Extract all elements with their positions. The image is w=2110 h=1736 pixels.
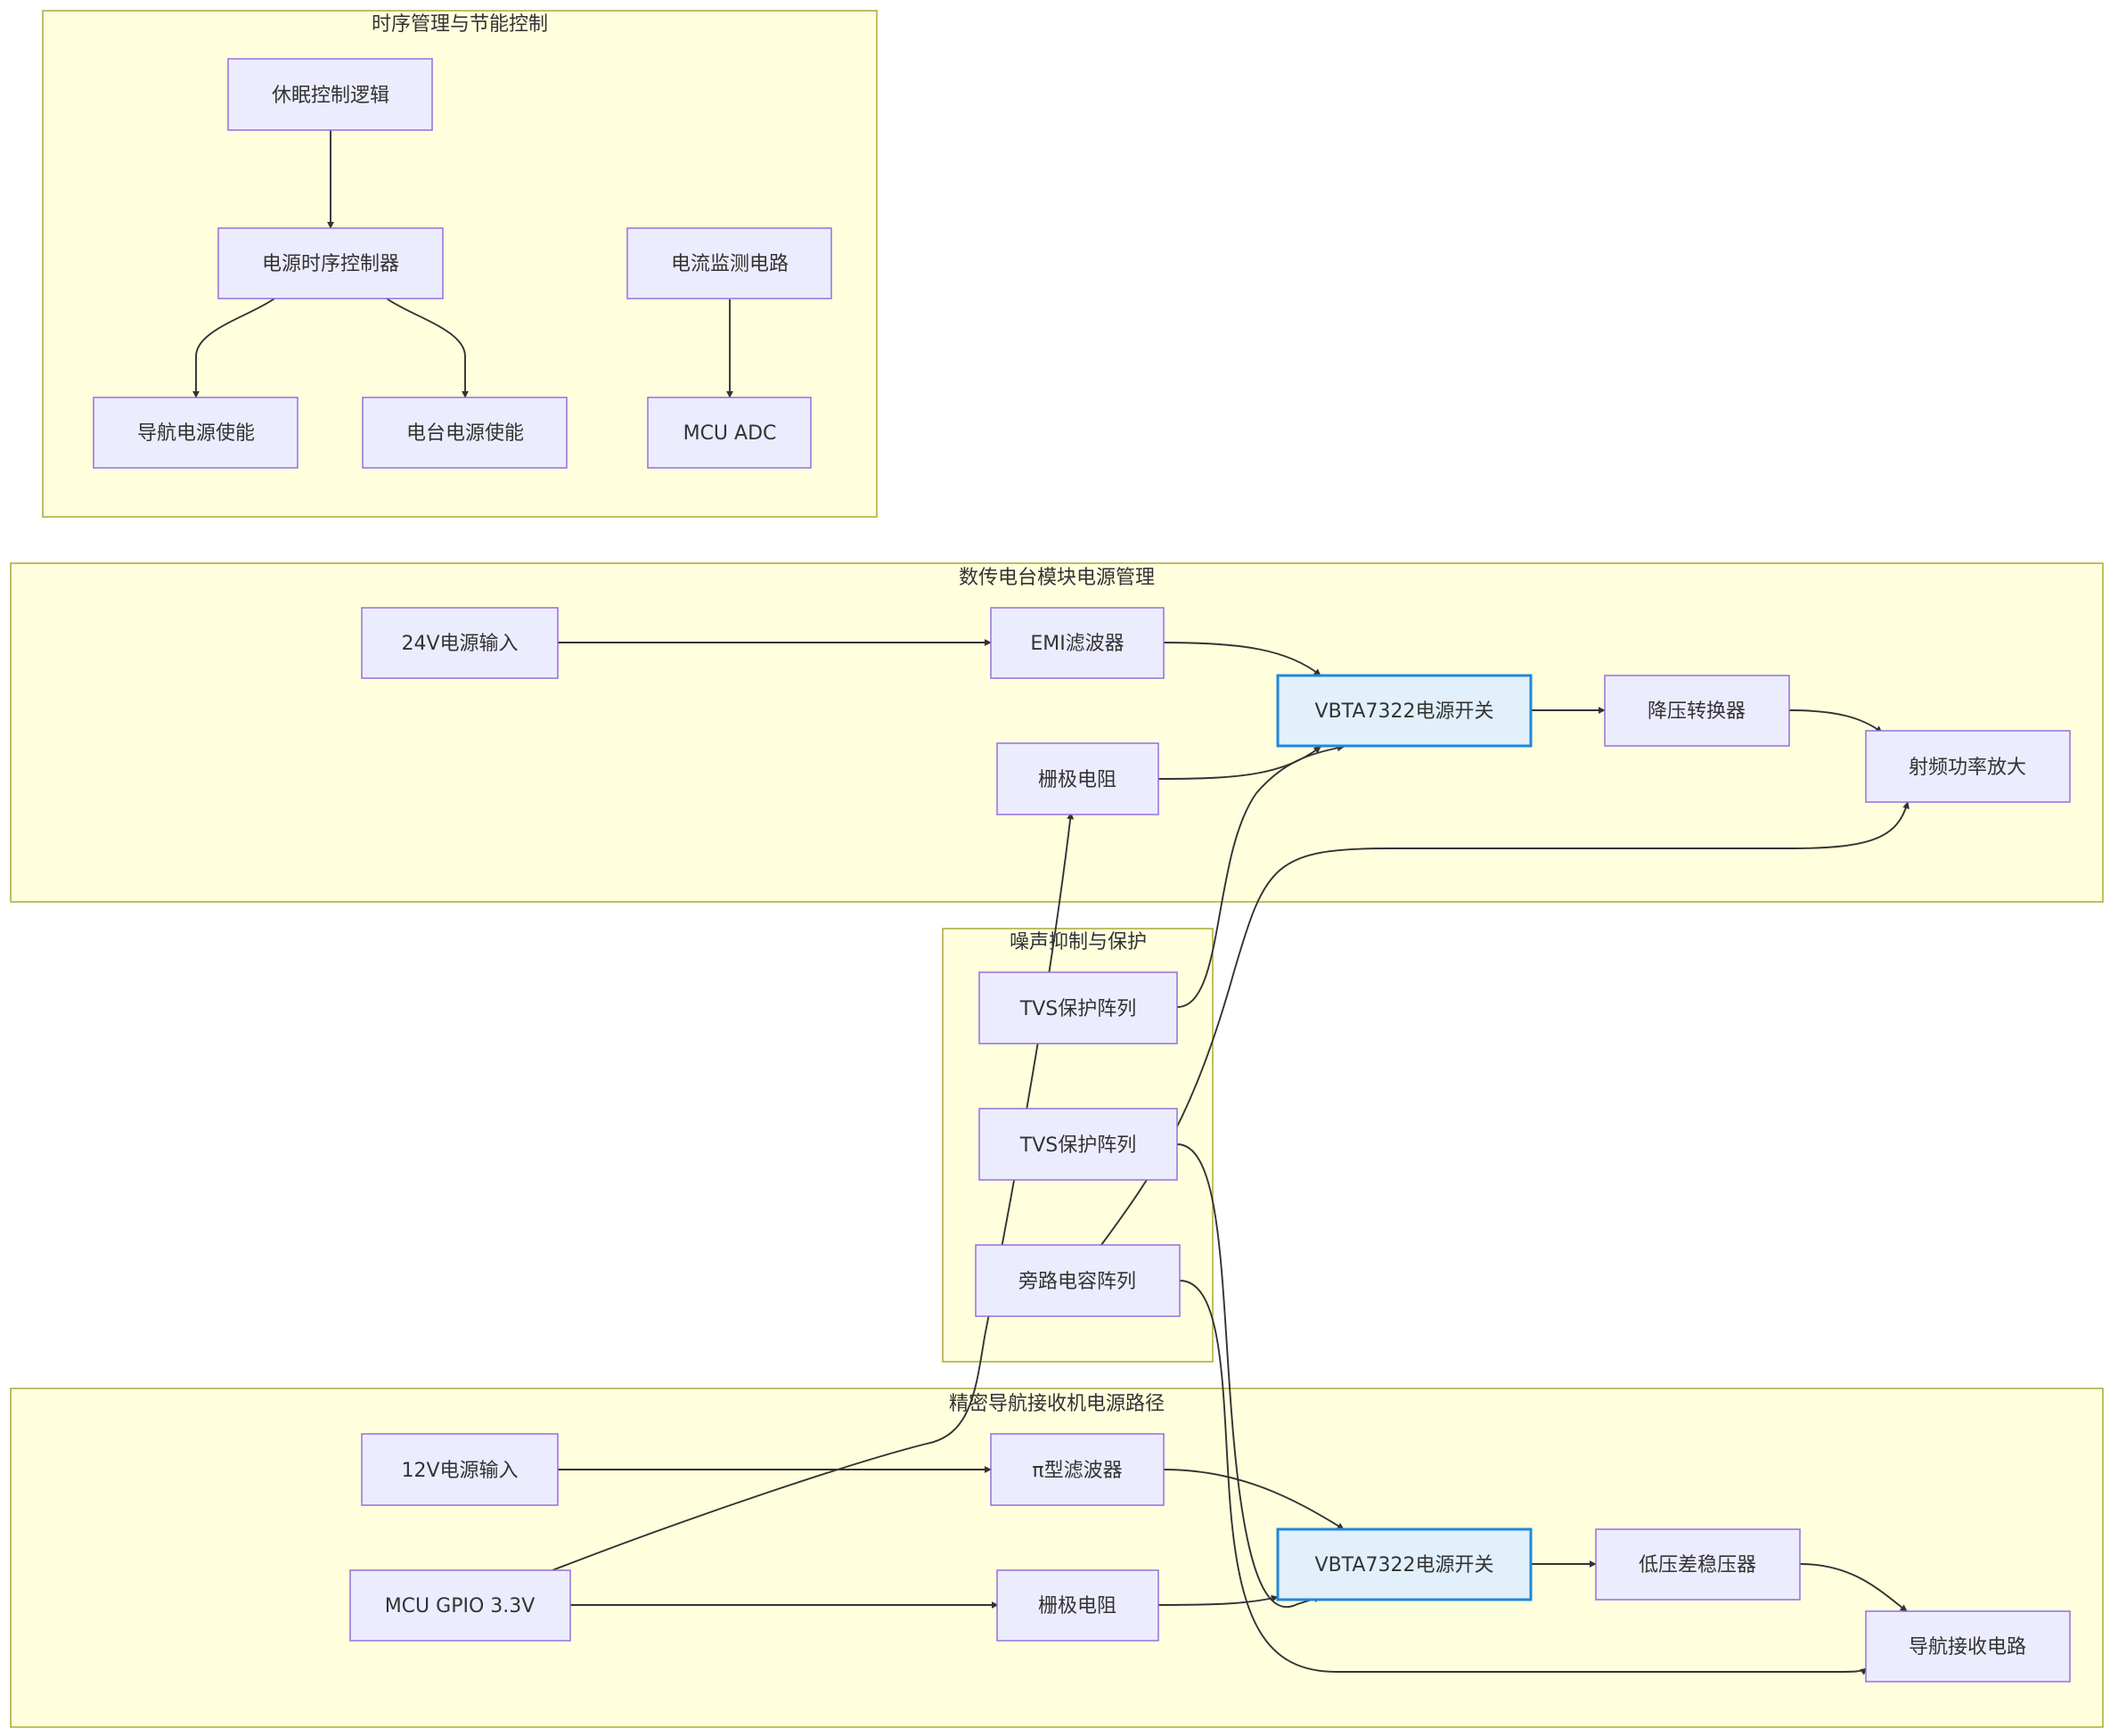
node-mcu-gpio: MCU GPIO 3.3V: [349, 1569, 571, 1642]
node-sleep-logic: 休眠控制逻辑: [227, 58, 433, 131]
node-label: EMI滤波器: [1030, 633, 1124, 655]
node-label: 栅极电阻: [1038, 769, 1116, 791]
node-label: 电源时序控制器: [262, 253, 399, 275]
node-label: 电台电源使能: [406, 422, 524, 445]
node-label: 导航电源使能: [137, 422, 255, 445]
node-buck-converter: 降压转换器: [1604, 675, 1790, 747]
node-pi-filter: π型滤波器: [990, 1433, 1165, 1506]
node-24v-input: 24V电源输入: [361, 607, 559, 679]
node-label: 栅极电阻: [1038, 1595, 1116, 1617]
node-12v-input: 12V电源输入: [361, 1433, 559, 1506]
node-label: 低压差稳压器: [1639, 1554, 1756, 1576]
edge-emi-to-switch: [1163, 642, 1321, 676]
node-label: 休眠控制逻辑: [272, 85, 389, 107]
edge-ldo-to-navrx: [1799, 1563, 1908, 1612]
node-gate-resistor-radio: 栅极电阻: [996, 742, 1159, 815]
node-label: 电流监测电路: [671, 253, 789, 275]
edge-gate-to-switch-nav: [1157, 1594, 1279, 1606]
node-sequence-controller: 电源时序控制器: [217, 227, 444, 299]
node-label: VBTA7322电源开关: [1315, 1554, 1494, 1576]
edge-seq-to-nav-enable: [192, 298, 275, 398]
node-label: MCU ADC: [683, 422, 777, 445]
node-label: 射频功率放大: [1909, 757, 2026, 779]
node-bypass-cap-array: 旁路电容阵列: [975, 1244, 1181, 1317]
node-rf-power-amp: 射频功率放大: [1865, 730, 2071, 803]
node-ldo-regulator: 低压差稳压器: [1595, 1528, 1801, 1601]
edge-bypass-to-nav-rx: [1179, 1280, 1868, 1675]
edge-pi-to-switch: [1163, 1469, 1345, 1530]
node-emi-filter: EMI滤波器: [990, 607, 1165, 679]
node-label: π型滤波器: [1032, 1460, 1122, 1482]
node-current-monitor: 电流监测电路: [626, 227, 832, 299]
cluster-title-timing: 时序管理与节能控制: [372, 13, 548, 36]
edge-tvs1-to-switch-radio: [1176, 744, 1345, 1008]
cluster-title-radio: 数传电台模块电源管理: [959, 567, 1155, 589]
node-label: 12V电源输入: [401, 1460, 518, 1482]
node-label: VBTA7322电源开关: [1315, 700, 1494, 723]
node-label: 旁路电容阵列: [1018, 1271, 1136, 1293]
node-label: 降压转换器: [1648, 700, 1746, 723]
cluster-title-nav: 精密导航接收机电源路径: [949, 1393, 1165, 1415]
node-nav-power-enable: 导航电源使能: [93, 397, 299, 469]
node-label: 24V电源输入: [401, 633, 518, 655]
node-tvs-array-2: TVS保护阵列: [978, 1108, 1178, 1181]
node-label: 导航接收电路: [1909, 1636, 2026, 1658]
edge-seq-to-radio-enable: [386, 298, 469, 398]
node-label: TVS保护阵列: [1019, 998, 1136, 1020]
node-nav-receiver: 导航接收电路: [1865, 1610, 2071, 1683]
node-tvs-array-1: TVS保护阵列: [978, 971, 1178, 1044]
node-radio-power-enable: 电台电源使能: [362, 397, 568, 469]
edge-buck-to-rf: [1788, 709, 1883, 733]
node-gate-resistor-nav: 栅极电阻: [996, 1569, 1159, 1642]
node-mcu-adc: MCU ADC: [647, 397, 812, 469]
node-vbta7322-switch-radio: VBTA7322电源开关: [1276, 674, 1533, 748]
node-label: MCU GPIO 3.3V: [385, 1595, 536, 1617]
node-label: TVS保护阵列: [1019, 1134, 1136, 1157]
cluster-title-noise: 噪声抑制与保护: [1010, 931, 1147, 954]
node-vbta7322-switch-nav: VBTA7322电源开关: [1276, 1527, 1533, 1601]
